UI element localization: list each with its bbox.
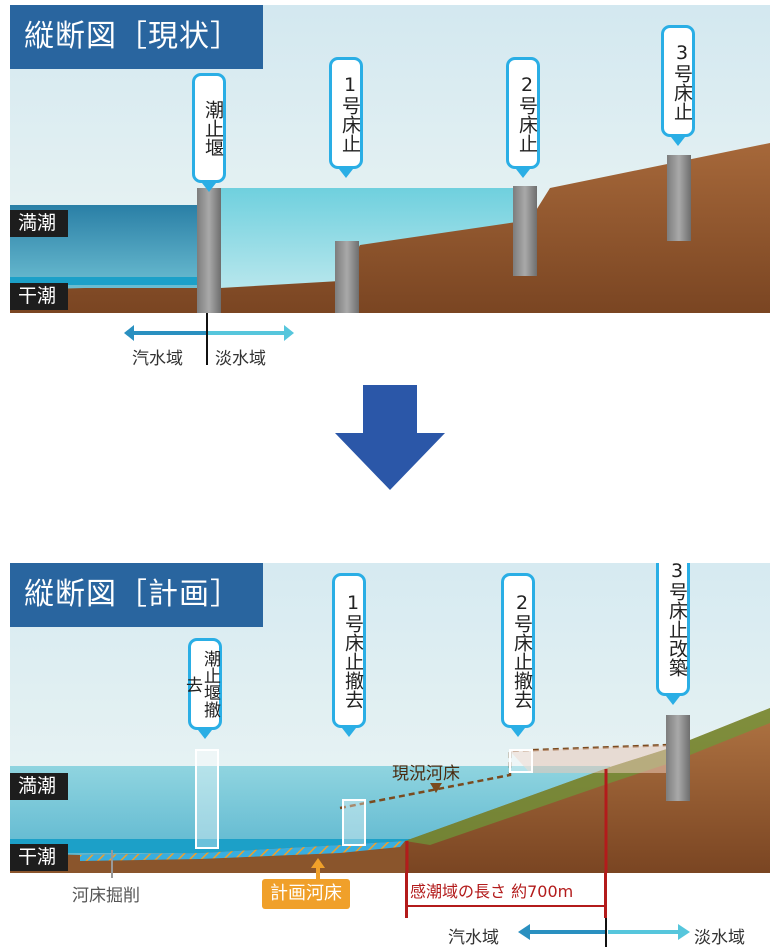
brackish-arrow-plan	[530, 930, 606, 934]
fresh-arrow	[208, 331, 284, 335]
current-profile-diagram	[10, 5, 770, 313]
callout-tide-weir: 潮止堰	[192, 73, 226, 192]
tidal-length-label: 感潮域の長さ 約700m	[410, 882, 574, 901]
callout-remove-weir-no1: 1号床止撤去	[332, 573, 366, 737]
high-tide-label: 満潮	[10, 773, 69, 800]
tidal-length-line	[408, 905, 604, 907]
weir-no2	[513, 186, 537, 276]
callout-rebuild-weir-no3: 3号床止改築	[656, 563, 690, 705]
removed-sediment	[510, 745, 670, 773]
current-bed-label: 現況河床	[392, 764, 460, 784]
fresh-arrowhead-plan	[678, 924, 690, 940]
current-profile-panel: 縦断図［現状］ 満潮 干潮 潮止堰 1号床止 2号床止 3号床止	[10, 5, 770, 313]
brackish-arrow	[134, 331, 206, 335]
weir-no3	[667, 155, 691, 241]
high-tide-label: 満潮	[10, 210, 69, 237]
low-tide-water	[10, 277, 200, 285]
fresh-label: 淡水域	[215, 349, 266, 369]
brackish-arrowhead	[124, 325, 134, 341]
excavation-hatch	[80, 841, 405, 861]
boundary-line	[206, 313, 208, 365]
callout-remove-weir-no2: 2号床止撤去	[501, 573, 535, 737]
callout-weir-no3: 3号床止	[661, 25, 695, 146]
current-bed-pointer	[430, 783, 442, 793]
removed-weir-no1	[342, 799, 366, 846]
removed-weir-no2	[509, 749, 533, 773]
excavation-label: 河床掘削	[72, 886, 140, 906]
excavation-leader	[111, 850, 113, 878]
tidal-bracket-left	[405, 873, 408, 918]
removed-tide-weir	[195, 749, 219, 849]
fresh-arrowhead	[284, 325, 294, 341]
grass-slope	[405, 708, 770, 845]
callout-weir-no1: 1号床止	[329, 57, 363, 178]
fresh-label-plan: 淡水域	[694, 928, 745, 948]
low-tide-label: 干潮	[10, 844, 69, 871]
fresh-arrow-plan	[608, 930, 678, 934]
rebuilt-weir-no3	[666, 715, 690, 801]
planned-bed-label: 計画河床	[262, 879, 350, 909]
weir-no1	[335, 241, 359, 313]
callout-weir-no2: 2号床止	[506, 57, 540, 178]
page-title: 縦断図［現状］	[10, 5, 263, 69]
brackish-label-plan: 汽水域	[448, 928, 499, 948]
page-title-plan: 縦断図［計画］	[10, 563, 263, 627]
planned-bed-pointer	[311, 858, 325, 868]
tide-weir	[197, 188, 221, 313]
tidal-bracket-right	[604, 873, 607, 918]
brackish-label: 汽水域	[132, 349, 183, 369]
down-arrow	[335, 385, 445, 490]
planned-bed-stem	[316, 866, 320, 880]
callout-remove-tide-weir: 潮止堰撤去	[182, 638, 222, 739]
river-bed-soil	[10, 143, 770, 313]
boundary-line-plan	[605, 918, 607, 947]
brackish-arrowhead-plan	[518, 924, 530, 940]
low-tide-label: 干潮	[10, 283, 69, 310]
planned-profile-panel: 縦断図［計画］ 満潮 干潮 潮止堰撤去 1号床止撤去 2号床止撤去 3号床止改築…	[10, 563, 770, 873]
